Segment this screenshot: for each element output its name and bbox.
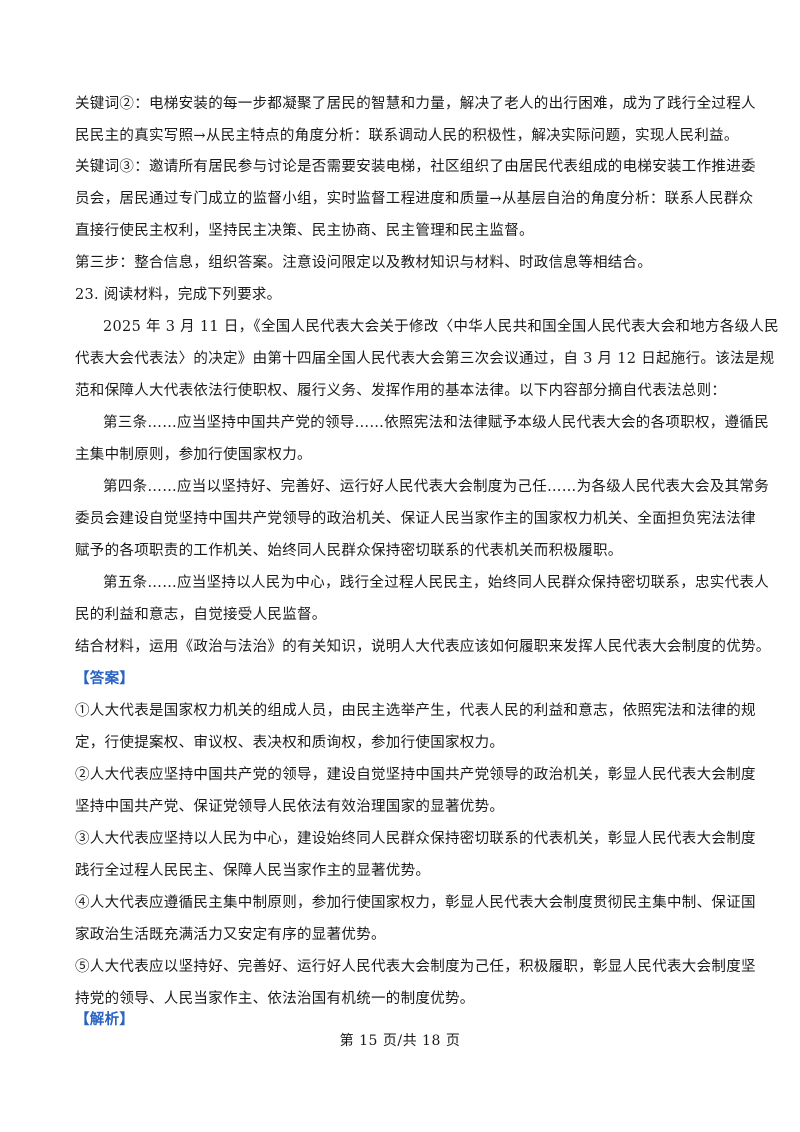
answer-5-line-2: 持党的领导、人民当家作主、依法治国有机统一的制度优势。 [75, 991, 475, 1007]
keyword3-line-3: 直接行使民主权利，坚持民主决策、民主协商、民主管理和民主监督。 [75, 223, 534, 239]
answer-4-line-1: ④人大代表应遵循民主集中制原则，参加行使国家权力，彰显人民代表大会制度贯彻民主集… [75, 895, 756, 911]
article5-line-1: 第五条……应当坚持以人民为中心，践行全过程人民民主，始终同人民群众保持密切联系，… [103, 575, 769, 591]
keyword2-line-1: 关键词②：电梯安装的每一步都凝聚了居民的智慧和力量，解决了老人的出行困难，成为了… [75, 96, 756, 112]
answer-1-line-1: ①人大代表是国家权力机关的组成人员，由民主选举产生，代表人民的利益和意志，依照宪… [75, 703, 756, 719]
step3-text: 第三步：整合信息，组织答案。注意设问限定以及教材知识与材料、时政信息等相结合。 [75, 255, 653, 271]
answer-tag: 【答案】 [75, 670, 135, 687]
question-prompt: 结合材料，运用《政治与法治》的有关知识，说明人大代表应该如何履职来发挥人民代表大… [75, 639, 771, 655]
article4-line-1: 第四条……应当以坚持好、完善好、运行好人民代表大会制度为己任……为各级人民代表大… [103, 479, 769, 495]
keyword2-line-2: 民民主的真实写照→从民主特点的角度分析：联系调动人民的积极性，解决实际问题，实现… [75, 128, 739, 144]
answer-3-line-2: 践行全过程人民民主、保障人民当家作主的显著优势。 [75, 863, 431, 879]
material-intro-line-3: 范和保障人大代表依法行使职权、履行义务、发挥作用的基本法律。以下内容部分摘自代表… [75, 383, 727, 399]
answer-5-line-1: ⑤人大代表应以坚持好、完善好、运行好人民代表大会制度为己任，积极履职，彰显人民代… [75, 959, 756, 975]
article4-line-3: 赋予的各项职责的工作机关、始终同人民群众保持密切联系的代表机关而积极履职。 [75, 543, 623, 559]
article4-line-2: 委员会建设自觉坚持中国共产党领导的政治机关、保证人民当家作主的国家权力机关、全面… [75, 511, 756, 527]
answer-2-line-2: 坚持中国共产党、保证党领导人民依法有效治理国家的显著优势。 [75, 799, 505, 815]
answer-2-line-1: ②人大代表应坚持中国共产党的领导，建设自觉坚持中国共产党领导的政治机关，彰显人民… [75, 767, 756, 783]
article3-line-2: 主集中制原则，参加行使国家权力。 [75, 447, 312, 463]
page-number-footer: 第 15 页/共 18 页 [339, 1033, 461, 1049]
material-intro-line-1: 2025 年 3 月 11 日，《全国人民代表大会关于修改〈中华人民共和国全国人… [103, 319, 779, 335]
article3-line-1: 第三条……应当坚持中国共产党的领导……依照宪法和法律赋予本级人民代表大会的各项职… [103, 415, 769, 431]
article5-line-2: 民的利益和意志，自觉接受人民监督。 [75, 607, 327, 623]
keyword3-line-2: 员会，居民通过专门成立的监督小组，实时监督工程进度和质量→从基层自治的角度分析：… [75, 191, 754, 207]
analysis-tag: 【解析】 [75, 1011, 135, 1028]
question-23-title: 23. 阅读材料，完成下列要求。 [75, 287, 282, 303]
answer-3-line-1: ③人大代表应坚持以人民为中心，建设始终同人民群众保持密切联系的代表机关，彰显人民… [75, 831, 756, 847]
answer-4-line-2: 家政治生活既充满活力又安定有序的显著优势。 [75, 927, 386, 943]
keyword3-line-1: 关键词③：邀请所有居民参与讨论是否需要安装电梯，社区组织了由居民代表组成的电梯安… [75, 159, 756, 175]
answer-1-line-2: 定，行使提案权、审议权、表决权和质询权，参加行使国家权力。 [75, 735, 505, 751]
material-intro-line-2: 代表大会代表法〉的决定》由第十四届全国人民代表大会第三次会议通过，自 3 月 1… [75, 351, 775, 367]
